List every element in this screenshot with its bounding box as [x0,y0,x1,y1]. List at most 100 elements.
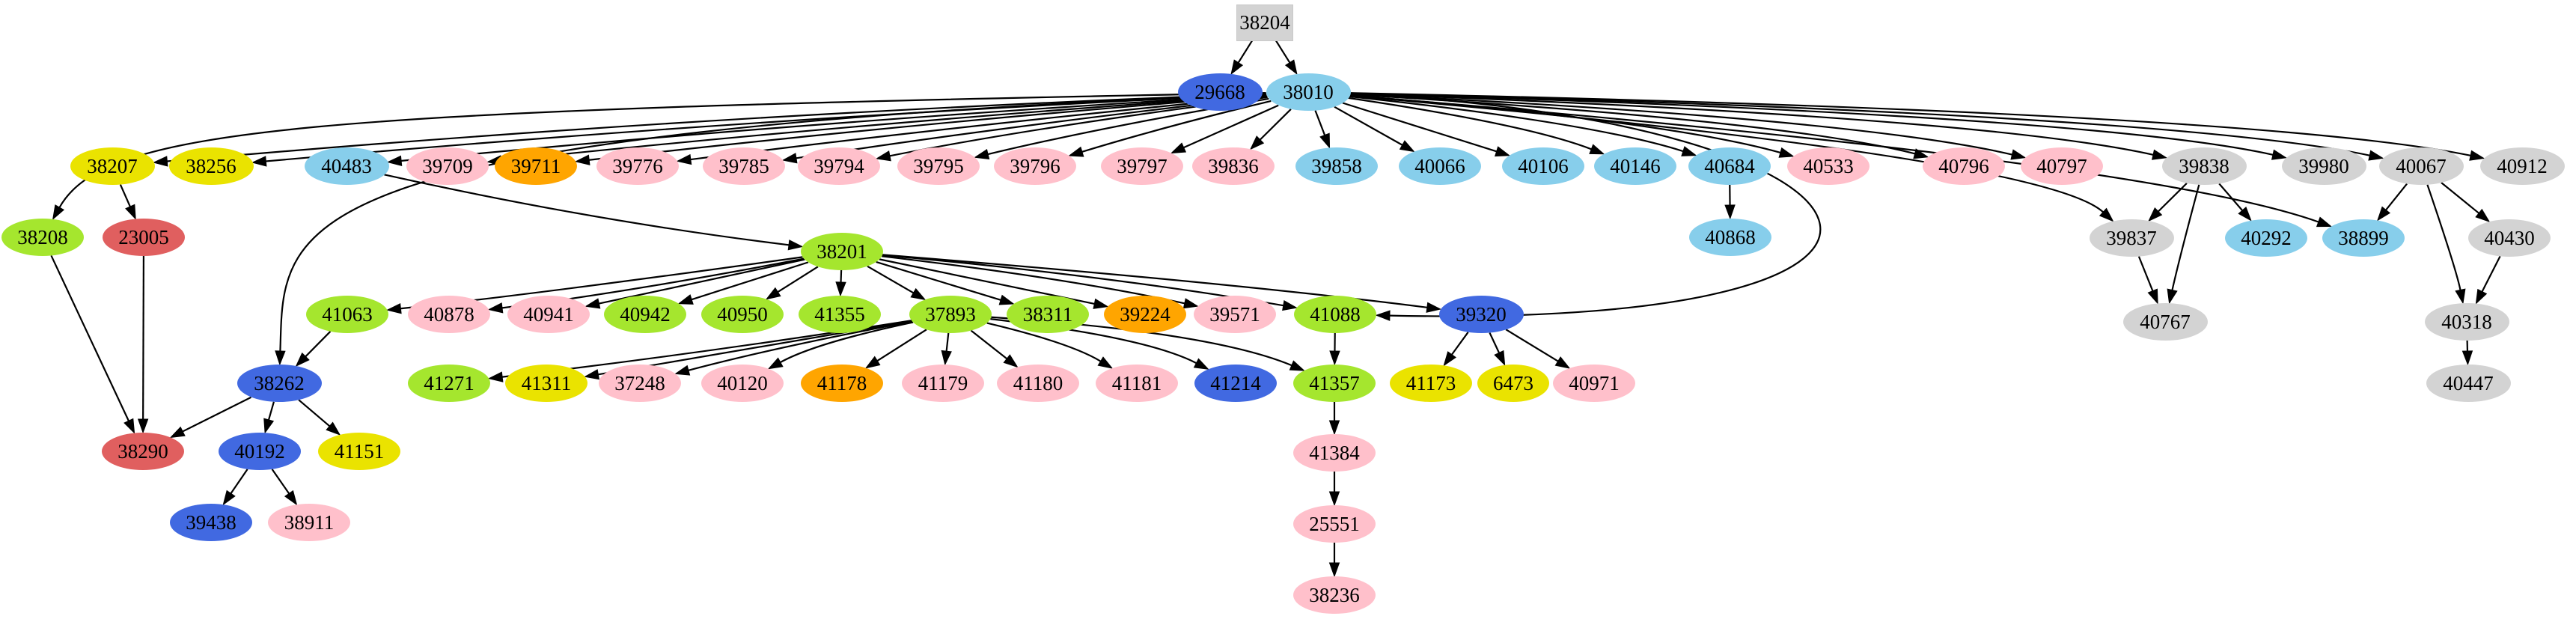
edge-37893-41179 [945,332,950,352]
edge-38010-39836 [1259,109,1292,141]
arrowhead-38010-39776 [676,153,692,165]
node-39796: 39796 [994,147,1076,185]
node-38207: 38207 [70,147,155,185]
edge-38010-39980 [1350,92,2274,156]
arrowhead-38010-39838 [2151,149,2168,160]
node-41173: 41173 [1390,365,1472,402]
node-23005: 23005 [103,219,185,256]
edge-38262-38290 [182,396,252,433]
arrowhead-39320-40971 [1554,356,1571,369]
edge-40067-38899 [2385,183,2408,211]
node-40447: 40447 [2426,365,2511,402]
arrowhead-38010-40106 [1494,146,1511,157]
edge-38201-40950 [777,266,819,293]
node-39320: 39320 [1438,296,1524,333]
arrowhead-41088-41357 [1329,350,1340,366]
edge-23005-38290 [142,255,145,420]
arrowhead-38010-38208 [52,204,65,221]
arrowhead-39320-6473 [1494,350,1506,367]
edge-37893-41178 [876,329,927,362]
edge-38010-38207 [167,93,1266,162]
arrowhead-40684-40868 [1724,204,1736,220]
node-40942: 40942 [604,296,686,333]
node-6473: 6473 [1477,365,1549,402]
arrowhead-38010-41088 [1375,310,1391,321]
arrowhead-38010-38256 [251,156,267,167]
node-38236: 38236 [1293,576,1376,614]
edge-41063-38262 [305,331,332,358]
arrowhead-40318-40447 [2461,350,2473,366]
arrowhead-37893-41357 [1289,360,1305,371]
edge-38010-40912 [1350,92,2471,156]
edge-40430-40318 [2481,255,2501,293]
node-41178: 41178 [801,365,883,402]
edge-39320-41173 [1450,332,1469,356]
node-25551: 25551 [1293,505,1376,543]
arrowhead-38262-41151 [326,421,341,436]
arrowhead-38262-40192 [263,418,275,434]
arrowhead-41384-25551 [1328,491,1340,507]
arrowhead-38010-39858 [1319,132,1331,149]
arrowhead-38010-38899 [2316,216,2333,228]
edge-38010-40684 [1349,95,1684,153]
node-40292: 40292 [2225,219,2307,257]
arrowhead-37893-40120 [767,357,784,370]
node-41179: 41179 [902,365,984,402]
edge-38207-23005 [119,184,131,207]
node-38204: 38204 [1236,4,1293,41]
edge-38010-39797 [1183,104,1279,149]
edge-38201-38311 [876,260,1001,301]
node-40430: 40430 [2468,219,2551,257]
arrowhead-41063-38262 [295,352,310,368]
arrowhead-38201-40878 [487,302,504,314]
edge-38204-38010 [1273,37,1291,64]
arrowhead-40430-40318 [2475,288,2488,305]
node-40797: 40797 [2021,147,2103,185]
node-39709: 39709 [406,147,489,185]
arrowhead-38204-29668 [1230,59,1244,76]
arrowhead-38207-23005 [125,204,136,220]
arrowhead-38010-40797 [2010,149,2027,160]
node-41355: 41355 [799,296,881,333]
arrowhead-37893-37248 [674,365,691,376]
arrowhead-40192-38911 [284,490,298,506]
arrowhead-37893-41214 [1193,358,1209,370]
arrowhead-38201-39320 [1426,302,1442,313]
node-39795: 39795 [897,147,980,185]
node-40950: 40950 [701,296,784,333]
arrowhead-38201-41355 [835,281,846,297]
arrowhead-38010-40066 [1399,140,1415,153]
node-38311: 38311 [1007,296,1089,333]
arrowhead-38201-38311 [998,294,1015,305]
node-39224: 39224 [1104,296,1186,333]
edge-38262-41151 [298,399,331,427]
arrowhead-39838-40767 [2167,288,2178,305]
arrowhead-38010-40483 [386,155,403,167]
node-38208: 38208 [1,219,84,256]
edge-39838-40767 [2171,184,2200,290]
edge-40192-38911 [271,469,290,495]
arrowhead-38201-40942 [677,294,694,305]
arrowhead-37893-41178 [864,356,881,369]
node-40106: 40106 [1502,147,1584,185]
node-40868: 40868 [1689,219,1771,256]
node-40067: 40067 [2378,147,2464,185]
node-41311: 41311 [505,365,587,402]
edge-38010-39837 [1349,94,2104,213]
arrowhead-38010-38207 [152,156,168,167]
node-41088: 41088 [1294,296,1376,333]
node-37248: 37248 [599,365,681,402]
node-39785: 39785 [703,147,785,185]
edge-37893-37248 [688,320,913,371]
arrowhead-38010-39795 [974,148,990,159]
arrowhead-40067-40430 [2475,208,2491,223]
edge-38010-39838 [1350,92,2154,156]
edge-40067-40430 [2441,182,2479,214]
edge-37893-41180 [970,329,1008,360]
node-41063: 41063 [306,296,388,333]
node-39836: 39836 [1192,147,1275,185]
arrowhead-40483-38201 [787,240,804,251]
edge-38010-38256 [266,93,1266,162]
arrowhead-38204-38010 [1284,59,1298,76]
node-39797: 39797 [1101,147,1183,185]
